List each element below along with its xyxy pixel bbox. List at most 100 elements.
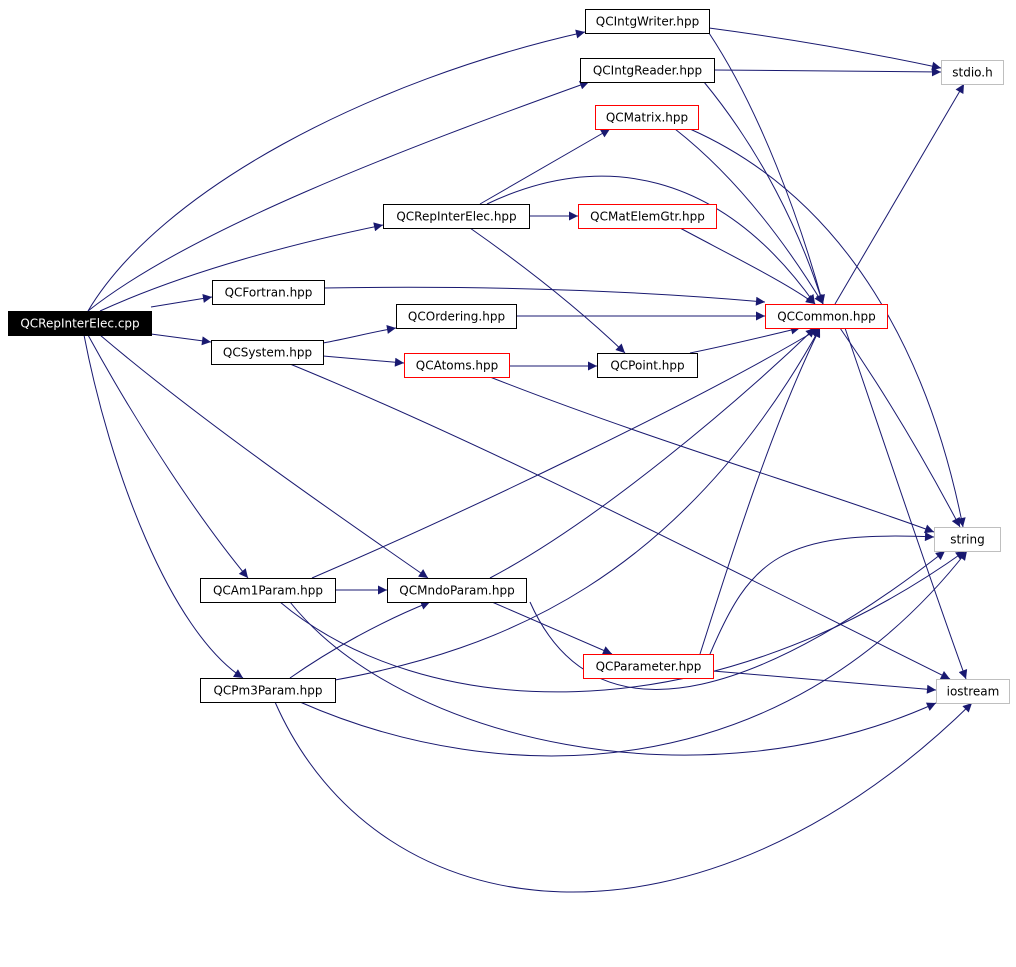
edge-root-to-reader [87,80,590,312]
node-label: QCSystem.hpp [223,346,312,360]
node-box [585,9,710,34]
node-label: QCFortran.hpp [225,286,313,300]
edge-reader-to-stdio [713,67,942,77]
node-label: QCOrdering.hpp [408,310,505,324]
node-label: QCCommon.hpp [777,310,876,324]
edge-parameter-to-iostream [712,670,937,694]
edge-system-to-ordering [322,325,397,344]
edge-atoms-to-string [489,376,935,534]
node-box [583,654,714,679]
edge-parameter-to-string [709,532,935,655]
node-box [934,527,1001,552]
node-label: QCRepInterElec.cpp [20,317,139,331]
edge-mndo-to-common [489,327,816,579]
node-label: QCMndoParam.hpp [399,584,514,598]
edge-repinter-to-point [469,227,626,354]
edge-system-to-iostream [289,363,951,680]
node-string[interactable]: string [934,527,1001,552]
node-label: QCMatElemGtr.hpp [590,210,705,224]
node-box [597,353,698,378]
node-root[interactable]: QCRepInterElec.cpp [8,311,152,336]
node-stdio[interactable]: stdio.h [941,60,1004,85]
node-label: QCIntgWriter.hpp [596,15,699,29]
node-fortran[interactable]: QCFortran.hpp [212,280,325,305]
node-label: stdio.h [952,66,992,80]
node-point[interactable]: QCPoint.hpp [597,353,698,378]
node-box [387,578,527,603]
node-box [941,60,1004,85]
edge-am1-to-iostream [289,601,937,756]
node-box [404,353,510,378]
edge-matelem-to-common [679,227,816,305]
node-label: QCAtoms.hpp [416,359,498,373]
node-matrix[interactable]: QCMatrix.hpp [595,105,699,130]
edge-common-to-stdio [834,83,965,305]
node-box [383,204,530,229]
node-mndo[interactable]: QCMndoParam.hpp [387,578,527,603]
edge-root-to-system [150,333,212,346]
node-label: string [950,533,984,547]
edge-repinter-to-matrix [479,128,611,205]
edge-root-to-am1 [87,334,249,579]
node-label: QCMatrix.hpp [606,111,688,125]
node-common[interactable]: QCCommon.hpp [765,304,888,329]
edge-root-to-writer [87,29,586,312]
edge-writer-to-common [708,32,825,305]
edge-common-to-string [839,327,961,528]
node-box [212,280,325,305]
edge-point-to-common [689,325,801,354]
node-atoms[interactable]: QCAtoms.hpp [404,353,510,378]
node-matelem[interactable]: QCMatElemGtr.hpp [578,204,717,229]
edge-reader-to-common [703,81,825,305]
node-am1[interactable]: QCAm1Param.hpp [200,578,336,603]
node-iostream[interactable]: iostream [936,679,1010,704]
node-box [578,204,717,229]
node-repinter[interactable]: QCRepInterElec.hpp [383,204,530,229]
node-label: QCPm3Param.hpp [213,684,322,698]
node-label: iostream [947,685,1000,699]
edge-parameter-to-common [699,327,821,655]
edge-mndo-to-parameter [491,601,613,655]
edges [83,27,973,893]
edge-mndo-to-string [529,550,946,690]
node-label: QCParameter.hpp [596,660,702,674]
node-box [200,678,336,703]
node-box [8,311,152,336]
edge-system-to-atoms [322,355,405,367]
edge-matrix-to-common [674,128,824,305]
node-reader[interactable]: QCIntgReader.hpp [580,58,715,83]
node-pm3[interactable]: QCPm3Param.hpp [200,678,336,703]
edge-root-to-fortran [150,294,213,308]
edge-root-to-pm3 [83,334,244,679]
edge-fortran-to-common [323,286,766,306]
edge-am1-to-common [311,327,821,579]
node-label: QCAm1Param.hpp [213,584,323,598]
node-box [595,105,699,130]
edge-pm3-to-common [334,327,821,681]
node-system[interactable]: QCSystem.hpp [211,340,324,365]
node-box [396,304,517,329]
edge-writer-to-stdio [708,27,942,71]
node-box [936,679,1010,704]
edge-common-to-iostream [844,327,968,680]
node-label: QCIntgReader.hpp [593,64,702,78]
edge-pm3-to-string [299,550,968,757]
node-parameter[interactable]: QCParameter.hpp [583,654,714,679]
edge-pm3-to-mndo [289,601,431,679]
node-box [211,340,324,365]
node-box [765,304,888,329]
node-box [580,58,715,83]
nodes: QCRepInterElec.cpp QCIntgWriter.hppQCIntg… [8,9,1010,704]
edge-matrix-to-string [689,128,966,528]
edge-pm3-to-iostream [274,701,973,893]
node-box [200,578,336,603]
edge-am1-to-string [279,550,966,693]
edge-root-to-mndo [99,334,429,579]
node-label: QCPoint.hpp [610,359,684,373]
edge-root-to-repinter [99,222,384,312]
node-label: QCRepInterElec.hpp [396,210,516,224]
node-writer[interactable]: QCIntgWriter.hpp [585,9,710,34]
node-ordering[interactable]: QCOrdering.hpp [396,304,517,329]
edge-repinter-to-common [486,175,816,305]
